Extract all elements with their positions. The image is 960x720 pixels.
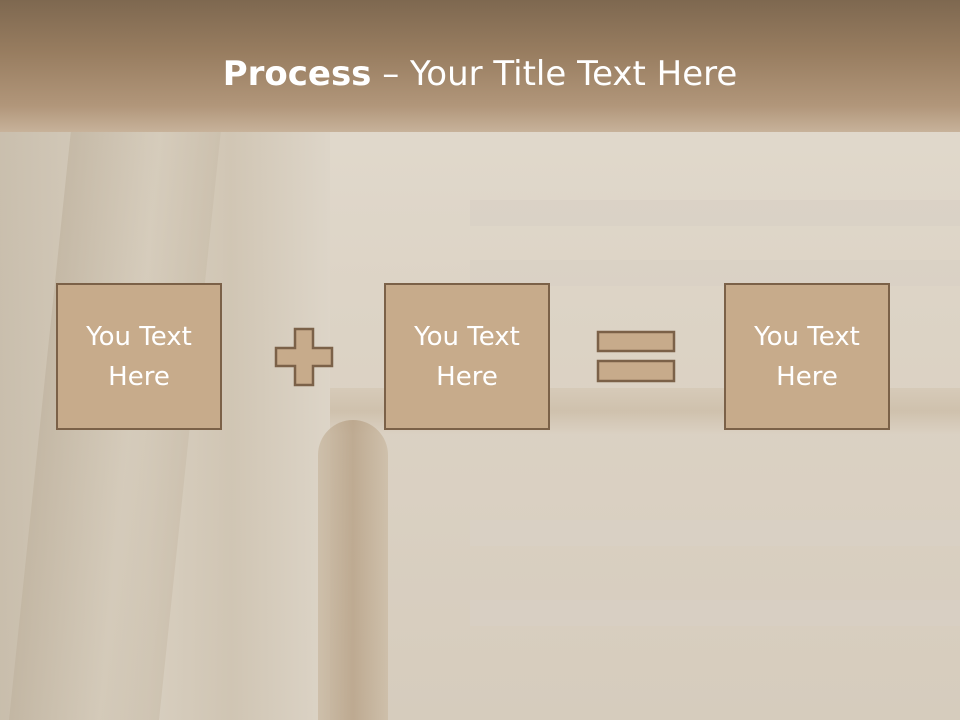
process-box-1[interactable]: You Text Here: [56, 283, 222, 430]
process-box-2-text: You Text Here: [414, 321, 520, 392]
process-box-1-text: You Text Here: [86, 321, 192, 392]
title-bar: Process – Your Title Text Here: [0, 0, 960, 132]
background-stripe: [470, 520, 960, 546]
plus-icon: [274, 327, 334, 387]
title-rest-text: – Your Title Text Here: [371, 54, 738, 94]
process-box-3[interactable]: You Text Here: [724, 283, 890, 430]
background-stripe: [470, 260, 960, 286]
slide-title[interactable]: Process – Your Title Text Here: [0, 54, 960, 94]
process-box-2[interactable]: You Text Here: [384, 283, 550, 430]
background-stripe: [470, 200, 960, 226]
background-rusty-rod: [318, 420, 388, 720]
process-box-3-text: You Text Here: [754, 321, 860, 392]
title-bold-text: Process: [222, 54, 372, 94]
equals-icon: [596, 330, 676, 383]
background-stripe: [470, 600, 960, 626]
